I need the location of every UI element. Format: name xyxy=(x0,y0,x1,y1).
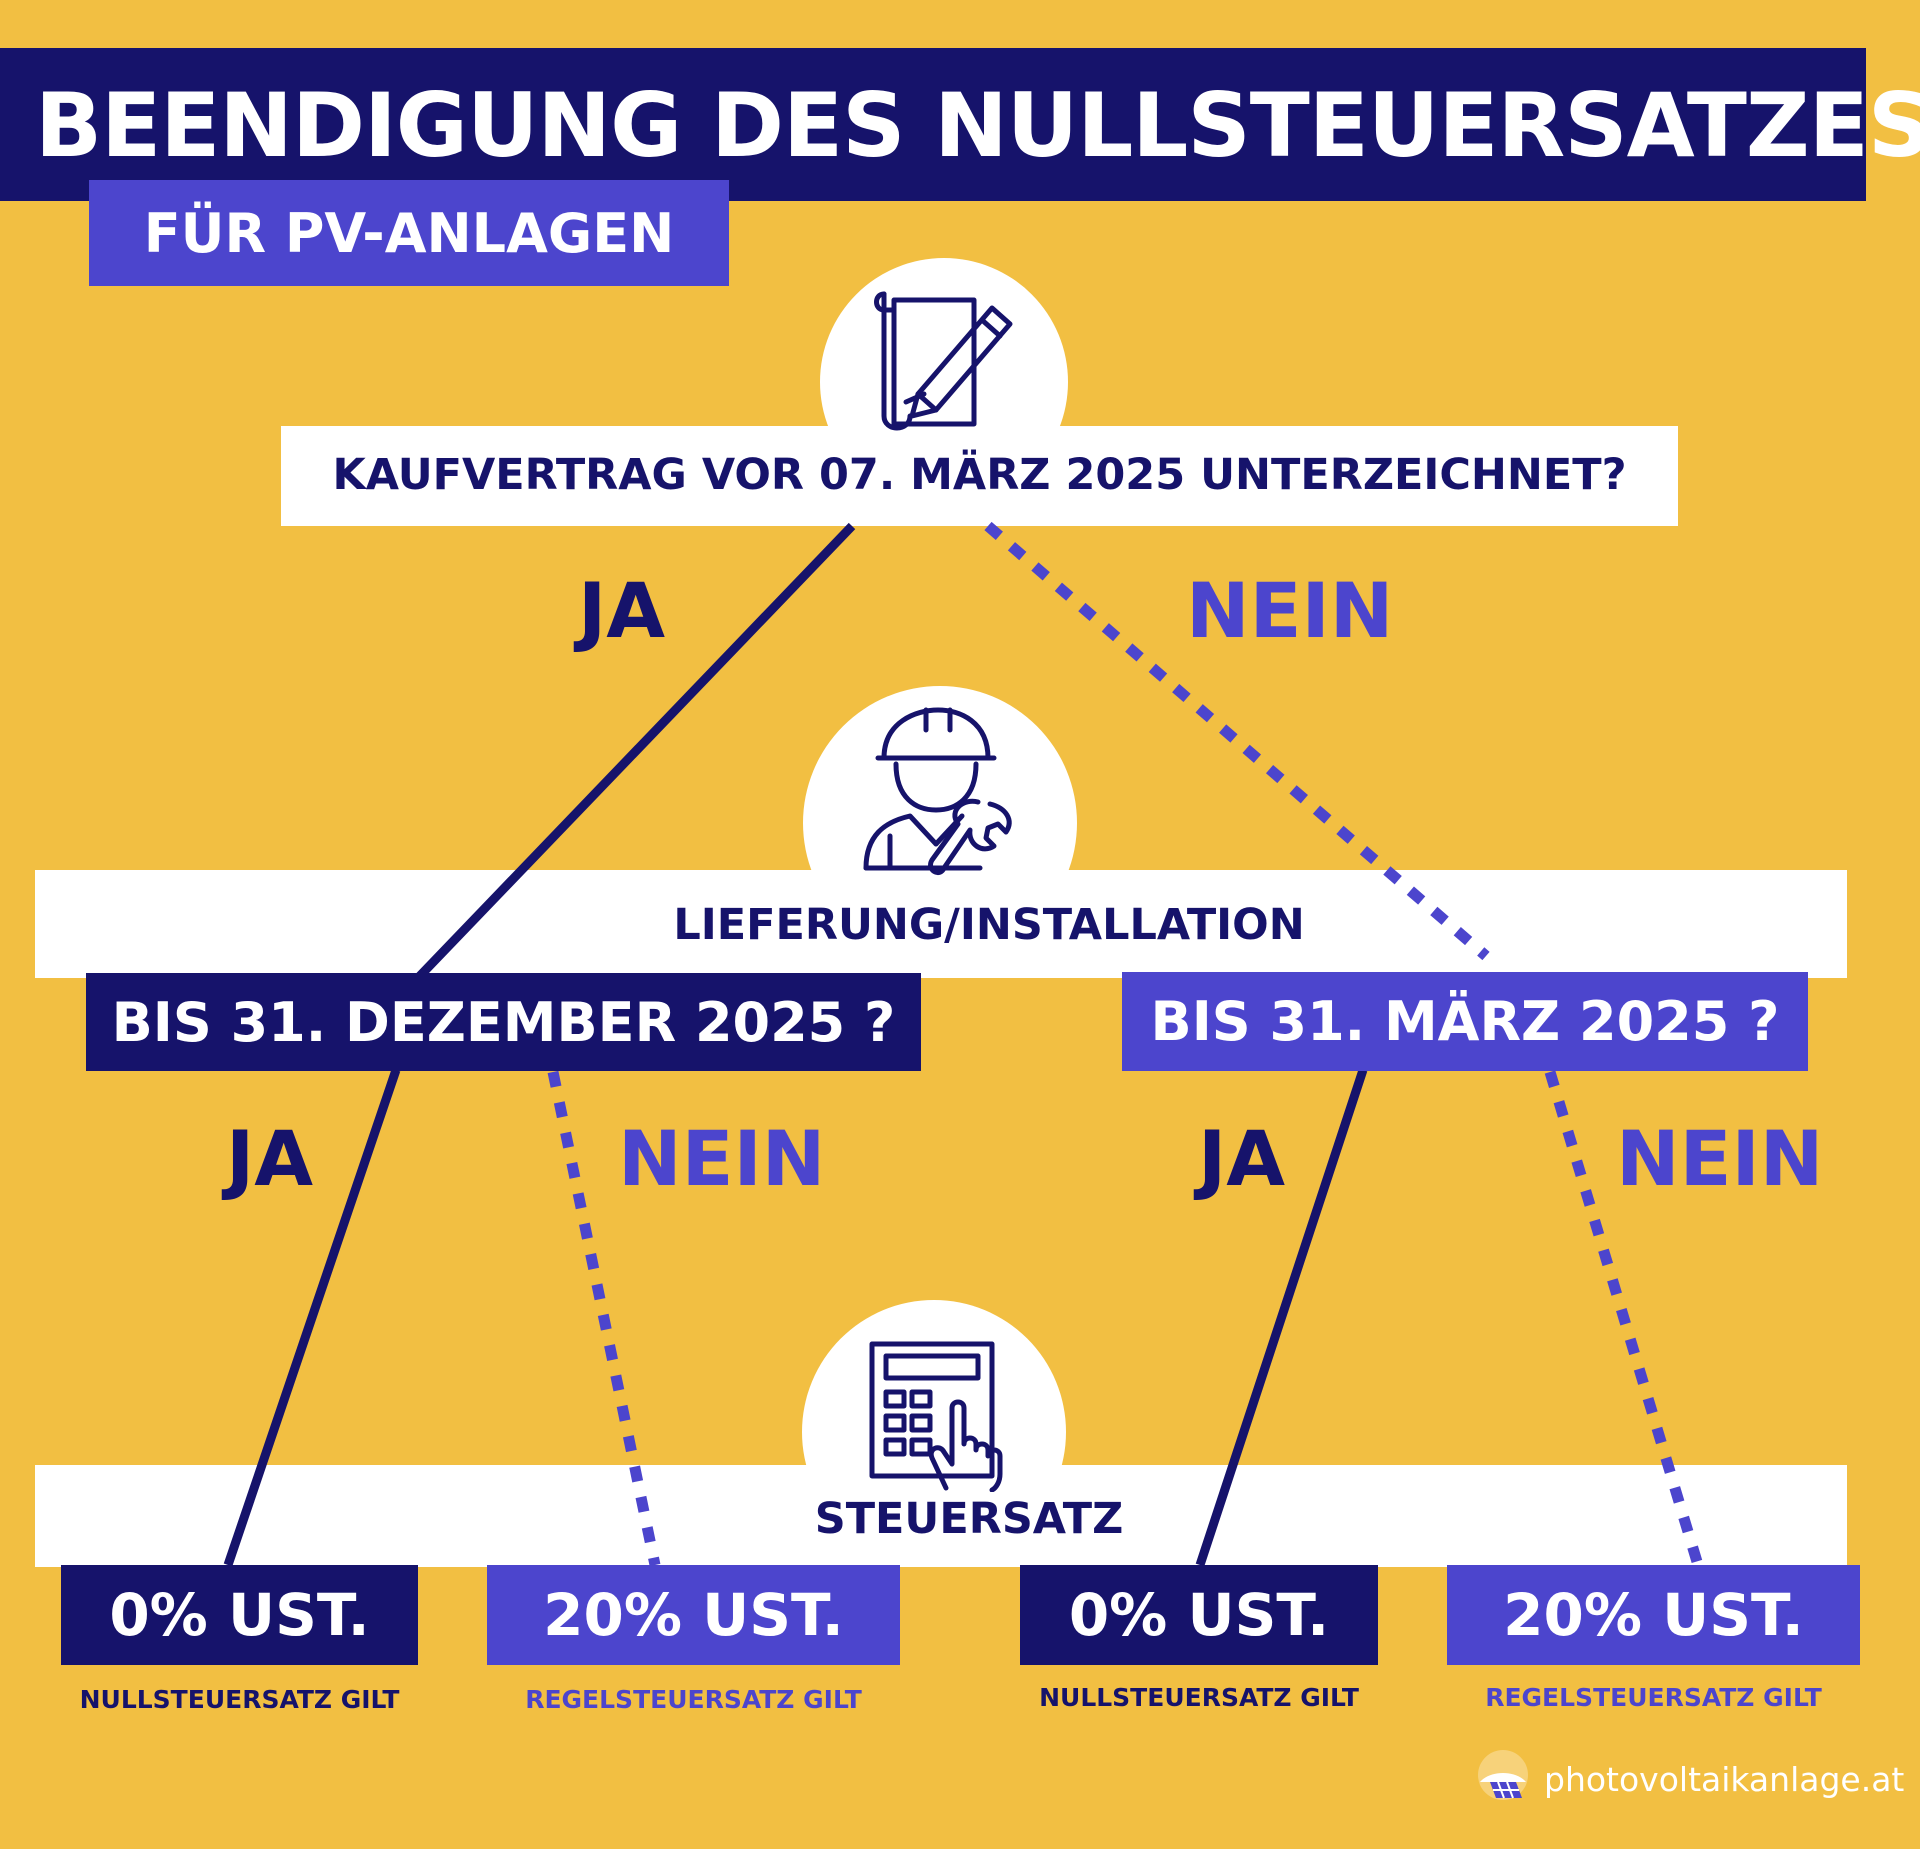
connector-right-yes xyxy=(1195,1068,1368,1567)
outcome-box-regular-rate: 20% UST. xyxy=(1447,1565,1860,1665)
outcome-note: NULLSTEUERSATZ GILT xyxy=(1039,1683,1359,1712)
answer-label-no: NEIN xyxy=(1186,566,1394,655)
answer-label-right-no: NEIN xyxy=(1616,1114,1824,1203)
contract-signing-icon xyxy=(870,286,1026,440)
question-band-delivery xyxy=(35,870,1847,978)
deadline-december-text: BIS 31. DEZEMBER 2025 ? xyxy=(111,990,896,1054)
page-subtitle: FÜR PV-ANLAGEN xyxy=(143,201,675,265)
connector-left-yes xyxy=(223,1068,401,1567)
outcome-box-zero-rate: 0% UST. xyxy=(61,1565,418,1665)
title-bar xyxy=(0,48,1866,201)
calculator-hand-icon xyxy=(868,1340,1020,1496)
answer-label-left-no: NEIN xyxy=(618,1114,826,1203)
question-delivery-text: LIEFERUNG/INSTALLATION xyxy=(673,900,1305,950)
brand-name: photovoltaikanlage.at xyxy=(1544,1759,1905,1799)
brand-footer: photovoltaikanlage.at xyxy=(1476,1748,1904,1810)
deadline-march-text: BIS 31. MÄRZ 2025 ? xyxy=(1150,990,1780,1053)
outcome-rate-text: 20% UST. xyxy=(1503,1581,1804,1649)
connector-left-no xyxy=(547,1070,661,1567)
question-band-contract xyxy=(281,426,1678,526)
question-contract-text: KAUFVERTRAG VOR 07. MÄRZ 2025 UNTERZEICH… xyxy=(332,450,1627,500)
deadline-box-december: BIS 31. DEZEMBER 2025 ? xyxy=(86,973,921,1071)
connector-right-no xyxy=(1544,1070,1704,1567)
outcome-note: REGELSTEUERSATZ GILT xyxy=(525,1685,862,1714)
outcome-box-regular-rate: 20% UST. xyxy=(487,1565,900,1665)
connector-q1-yes xyxy=(412,522,856,984)
outcome-rate-text: 0% UST. xyxy=(109,1581,370,1649)
question-taxrate-text: STEUERSATZ xyxy=(814,1494,1124,1544)
answer-label-right-yes: JA xyxy=(1198,1114,1286,1203)
subtitle-box: FÜR PV-ANLAGEN xyxy=(89,180,729,286)
outcome-note: NULLSTEUERSATZ GILT xyxy=(79,1685,400,1714)
page-title: BEENDIGUNG DES NULLSTEUERSATZES xyxy=(35,74,1920,177)
answer-label-left-yes: JA xyxy=(226,1114,314,1203)
outcome-note: REGELSTEUERSATZ GILT xyxy=(1485,1683,1822,1712)
outcome-box-zero-rate: 0% UST. xyxy=(1020,1565,1378,1665)
worker-wrench-icon xyxy=(860,702,1020,892)
answer-label-yes: JA xyxy=(578,566,666,655)
deadline-box-march: BIS 31. MÄRZ 2025 ? xyxy=(1122,972,1808,1071)
photovoltaik-logo-icon xyxy=(1476,1748,1530,1810)
outcome-rate-text: 0% UST. xyxy=(1068,1581,1330,1649)
outcome-rate-text: 20% UST. xyxy=(543,1581,844,1649)
